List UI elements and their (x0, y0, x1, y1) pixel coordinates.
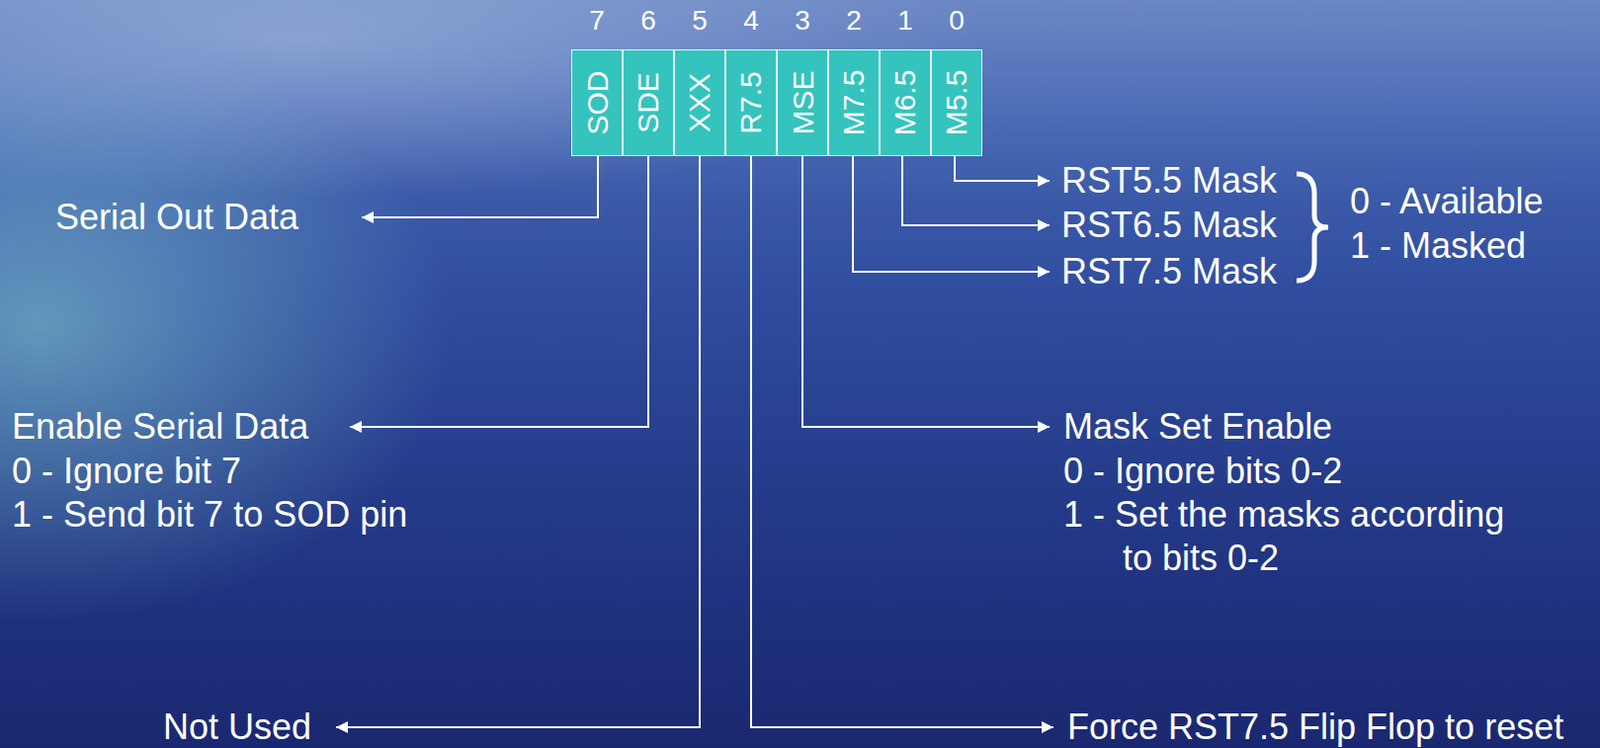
register-bit-cell: M7.5 (828, 49, 880, 157)
note: 0 - Ignore bit 7 (11, 449, 242, 494)
description: Not Used (163, 707, 312, 748)
note: 1 - Set the masks according to bits 0-2 (1063, 493, 1518, 581)
leader-line (349, 156, 649, 427)
bit-name: MSE (787, 70, 818, 135)
description: Serial Out Data (55, 195, 299, 240)
leader-line (361, 156, 598, 218)
leader-line (954, 156, 1050, 181)
bit-name: SDE (633, 72, 664, 134)
description: RST5.5 Mask (1061, 159, 1277, 203)
bit-number: 6 (622, 4, 674, 37)
note: 0 - Ignore bits 0-2 (1063, 449, 1343, 494)
bit-name: SOD (582, 70, 612, 135)
bit-name: M5.5 (941, 70, 972, 137)
description: Mask Set Enable (1063, 405, 1333, 449)
note: 0 - Available (1349, 179, 1543, 224)
bit-name: M7.5 (839, 70, 869, 137)
leader-line (852, 156, 1050, 272)
leader-line (802, 156, 1050, 427)
register-bit-cell: SOD (571, 49, 623, 157)
bit-name: M6.5 (890, 70, 921, 137)
register-bit-cell: MSE (776, 49, 829, 157)
register-bit-cell: M5.5 (930, 49, 983, 157)
register-bit-cell: XXX (673, 49, 726, 157)
bit-number: 1 (879, 4, 931, 37)
register-bit-cell: R7.5 (725, 49, 777, 157)
note: 1 - Send bit 7 to SOD pin (11, 493, 408, 537)
description: RST6.5 Mask (1061, 203, 1277, 248)
note: 1 - Masked (1349, 224, 1526, 268)
leader-line (902, 156, 1050, 226)
bit-number: 3 (776, 4, 829, 37)
bit-number: 5 (673, 4, 726, 37)
description: RST7.5 Mask (1061, 250, 1277, 294)
bit-name: XXX (684, 73, 715, 133)
leader-line (336, 156, 700, 728)
brace (1296, 173, 1329, 281)
description: Force RST7.5 Flip Flop to reset (1067, 707, 1564, 748)
register-bit-cell: SDE (622, 49, 674, 157)
bit-number: 2 (828, 4, 880, 37)
bit-number: 0 (930, 4, 983, 37)
bit-number: 7 (571, 4, 623, 37)
description: Enable Serial Data (11, 405, 309, 449)
bit-number: 4 (725, 4, 777, 37)
leader-line (751, 156, 1054, 728)
bit-name: R7.5 (736, 71, 766, 134)
register-bit-cell: M6.5 (879, 49, 931, 157)
